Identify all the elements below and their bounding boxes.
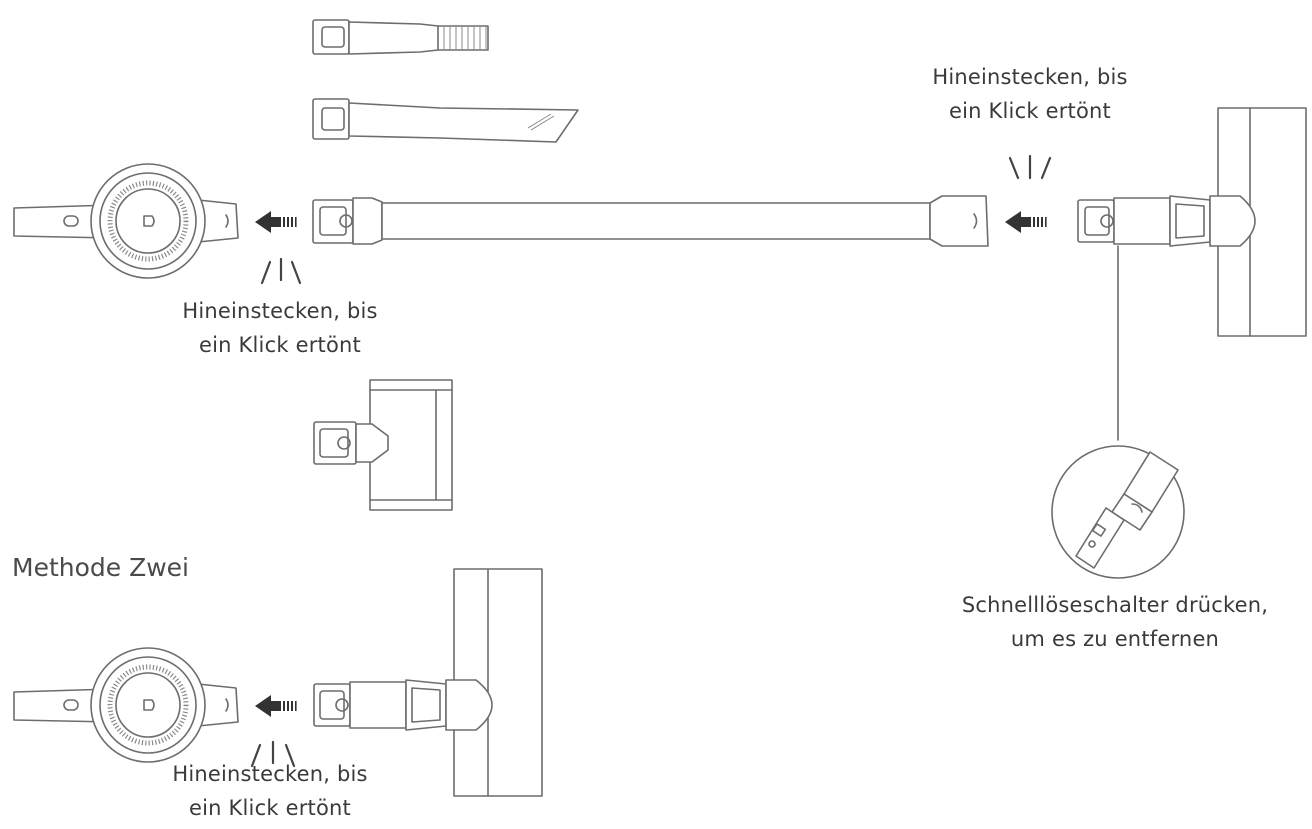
label-line: Hineinstecken, bis (932, 65, 1128, 89)
insert-click-label-method2: Hineinstecken, bis ein Klick ertönt (120, 757, 420, 825)
handheld-unit-icon (13, 163, 239, 279)
quick-release-label: Schnelllöseschalter drücken, um es zu en… (925, 588, 1305, 656)
insert-click-label-handle: Hineinstecken, bis ein Klick ertönt (130, 294, 430, 362)
label-line: Schnelllöseschalter drücken, (961, 593, 1269, 617)
label-line: Hineinstecken, bis (172, 762, 368, 786)
insert-arrow-icon (255, 695, 297, 717)
brush-nozzle-icon (312, 19, 489, 55)
floor-brush-icon (313, 568, 543, 797)
handheld-unit-icon (13, 647, 239, 763)
insert-arrow-icon (255, 211, 297, 233)
label-line: ein Klick ertönt (189, 796, 351, 820)
insert-click-label-floorhead: Hineinstecken, bis ein Klick ertönt (890, 60, 1170, 128)
click-sound-icon (250, 740, 296, 768)
floor-brush-icon (1077, 107, 1307, 337)
click-sound-icon (1008, 154, 1052, 180)
label-line: ein Klick ertönt (199, 333, 361, 357)
method-two-heading: Methode Zwei (12, 553, 189, 582)
insert-arrow-icon (1005, 211, 1047, 233)
click-sound-icon (260, 257, 302, 285)
label-line: ein Klick ertönt (949, 99, 1111, 123)
label-line: Hineinstecken, bis (182, 299, 378, 323)
mini-brush-icon (313, 379, 453, 511)
quick-release-detail-icon (1051, 245, 1185, 579)
extension-tube-icon (312, 195, 989, 247)
label-line: um es zu entfernen (1010, 627, 1220, 651)
crevice-nozzle-icon (312, 98, 579, 143)
